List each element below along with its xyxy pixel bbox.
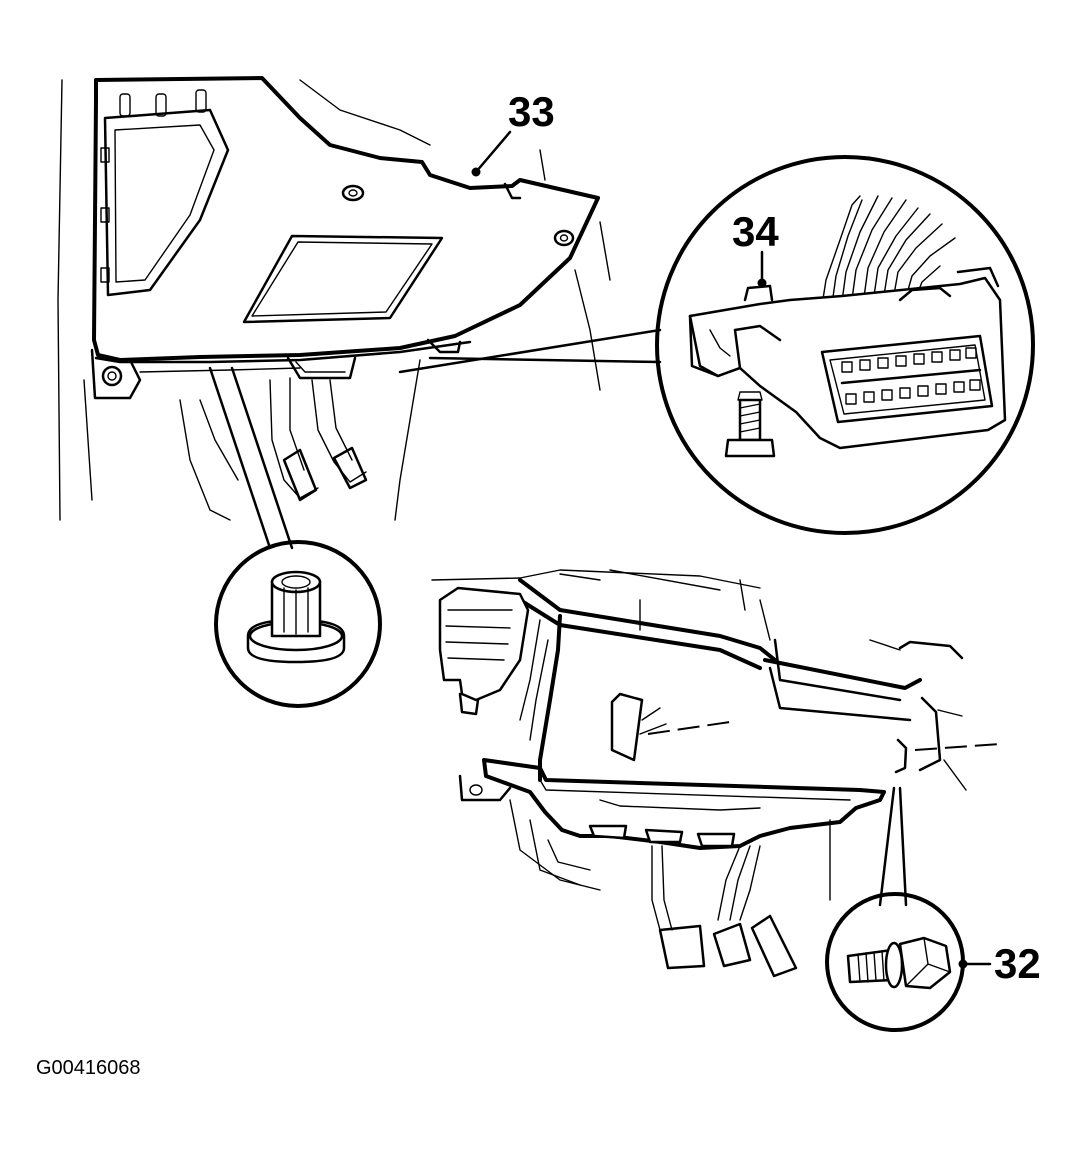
callout-34: 34 [732, 208, 779, 288]
detail-circle-panel-fastener [208, 366, 382, 708]
callout-32: 32 [958, 940, 1041, 987]
left-dash-module [438, 586, 530, 716]
obd-connector-body [688, 276, 1007, 450]
knee-bolster-panel [92, 76, 600, 362]
connector-screw-icon [724, 391, 776, 458]
under-dash-structure [431, 569, 1001, 978]
connector-pins-top-row [841, 347, 977, 373]
callout-32-label: 32 [994, 940, 1041, 987]
pedal-assembly-lower [651, 845, 798, 978]
panel-clip-hole-1-icon [341, 184, 365, 202]
detail-circle-mounting-bolt [825, 786, 965, 1032]
rail-connectors [588, 824, 736, 848]
figure-code: G00416068 [36, 1057, 141, 1079]
lower-dash-rail [482, 758, 886, 850]
pedal-assembly-upper [179, 377, 368, 521]
detail-circle-diagnostic-connector [655, 155, 1035, 535]
push-clip-fastener-icon [246, 570, 346, 664]
lower-dash-panel-assembly [57, 76, 611, 521]
hex-bolt-icon [846, 936, 952, 990]
callout-33: 33 [471, 88, 555, 177]
connector-pins-bottom-row [845, 379, 981, 405]
panel-clip-hole-2-icon [553, 229, 575, 247]
callout-33-label: 33 [508, 88, 555, 135]
callout-34-label: 34 [732, 208, 779, 255]
